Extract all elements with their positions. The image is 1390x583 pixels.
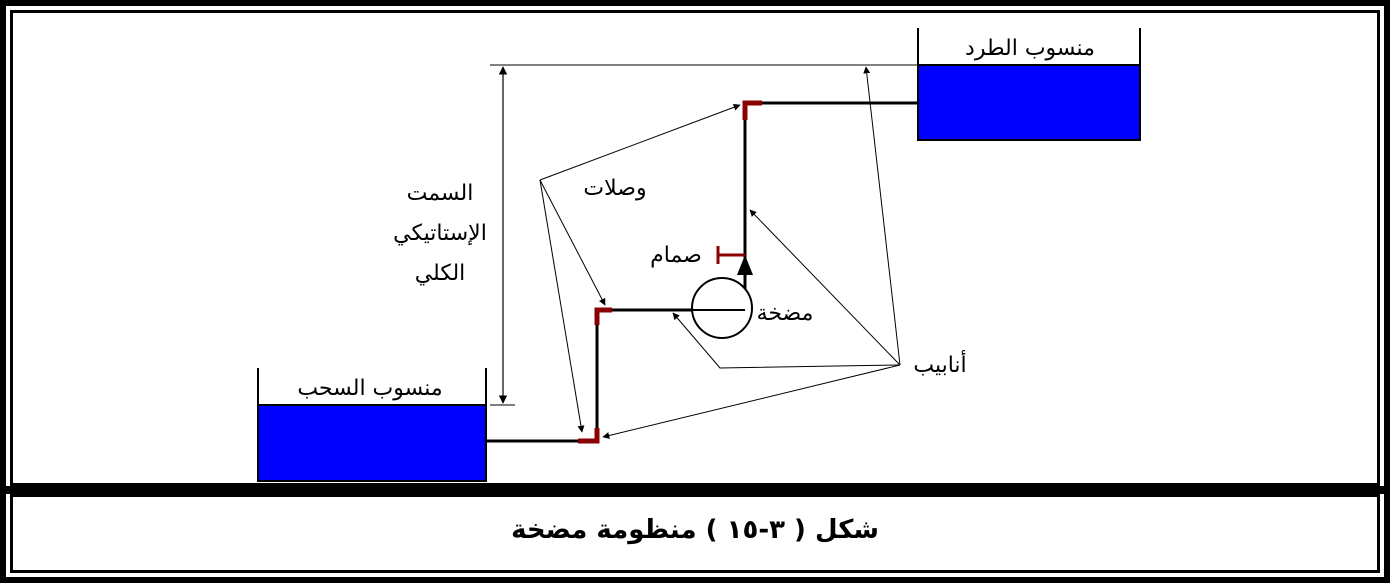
elbow-fitting-3 — [742, 100, 762, 120]
caption-panel: شكل ( ٣-١٥ ) منظومة مضخة — [10, 494, 1380, 573]
suction-level-label: منسوب السحب — [297, 376, 442, 401]
panel-divider — [0, 486, 1390, 494]
pump-label: مضخة — [757, 301, 814, 326]
discharge-tank-water — [918, 65, 1140, 140]
pipes-leader-lines — [602, 66, 901, 439]
static-head-label-line1: السمت — [407, 181, 474, 206]
pump-circle — [691, 277, 753, 339]
valve-label: صمام — [650, 243, 702, 268]
fittings-label: وصلات — [583, 176, 646, 201]
discharge-pipe — [743, 101, 918, 310]
discharge-level-label: منسوب الطرد — [965, 36, 1095, 61]
figure-caption: شكل ( ٣-١٥ ) منظومة مضخة — [511, 515, 879, 545]
pump-system-diagram: منسوب الطرد منسوب السحب السمت الإستاتيكي… — [257, 28, 1141, 482]
elbow-fitting-1 — [578, 428, 600, 444]
suction-tank-walls — [257, 368, 487, 482]
suction-tank-water — [258, 405, 486, 481]
diagram-panel — [10, 10, 1380, 486]
fittings-leader-lines — [539, 103, 741, 433]
check-valve-arrow — [737, 255, 753, 275]
elbow-fitting-2 — [594, 307, 612, 325]
pipes-label: أنابيب — [913, 350, 966, 378]
static-head-label-line2: الإستاتيكي — [393, 221, 487, 246]
suction-pipe — [486, 308, 698, 443]
static-head-label-line3: الكلي — [415, 261, 466, 286]
discharge-tank-walls — [917, 28, 1141, 141]
